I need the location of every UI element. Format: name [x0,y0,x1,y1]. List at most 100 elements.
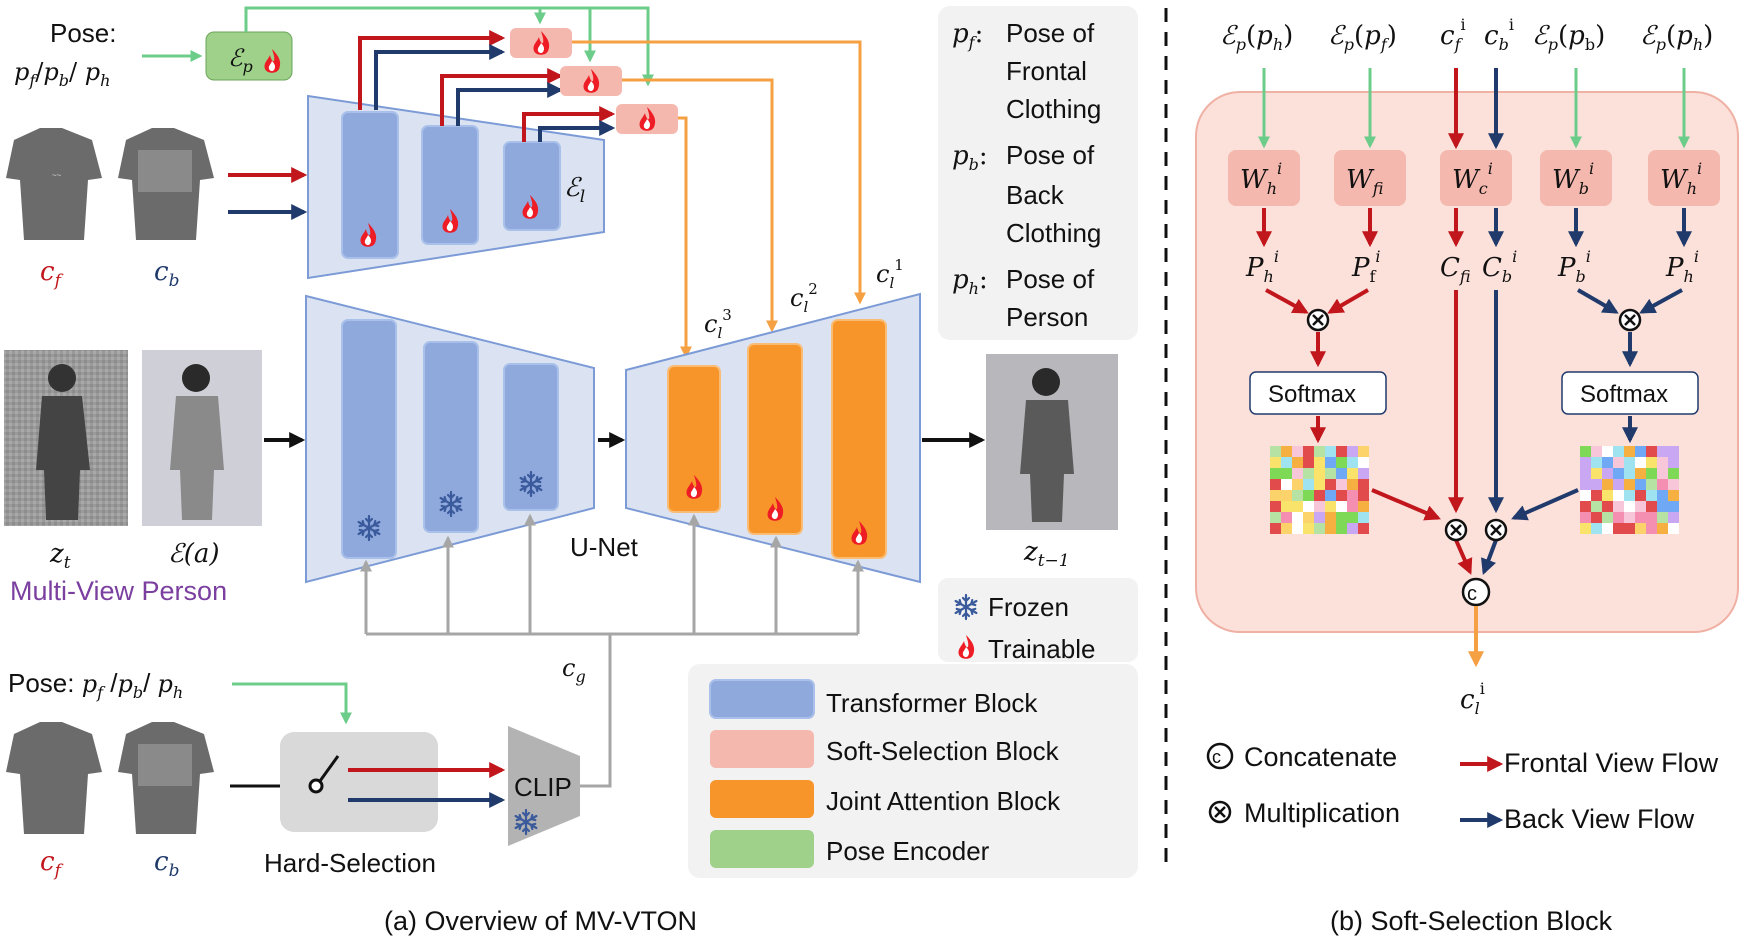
legend-label-joint-attention: Joint Attention Block [826,786,1061,816]
frozen-trainable-legend-box [938,578,1138,662]
legend-swatch-transformer [709,679,815,719]
attention-cell [1314,523,1325,534]
softmax-label-back: Softmax [1580,381,1668,408]
pose-legend-b-2: Back [1006,180,1065,210]
pose-legend-h-2: Person [1006,302,1088,332]
attention-cell [1270,468,1281,479]
attention-cell [1602,468,1613,479]
attention-cell [1580,468,1591,479]
attention-cell [1281,468,1292,479]
pose-encoder-flow [244,6,654,87]
c-b-label-bottom: cb [154,847,179,881]
pose-legend-b-1: Pose of [1006,140,1095,170]
attention-cell [1668,523,1679,534]
attention-cell [1325,468,1336,479]
attention-cell [1591,523,1602,534]
softmax-box-back [1561,371,1699,415]
legend-swatch-joint-attention [710,780,814,818]
attention-cell [1303,457,1314,468]
attention-cell [1646,501,1657,512]
attention-cell [1624,501,1635,512]
attention-cell [1580,479,1591,490]
z-t1-label: zt−1 [1023,537,1070,571]
attention-cell [1635,468,1646,479]
attention-cell [1591,457,1602,468]
pose-legend: pf: Pose of Frontal Clothing pb: Pose of… [952,18,1101,332]
attention-cell [1668,457,1679,468]
attention-cell [1281,501,1292,512]
attention-cell [1668,479,1679,490]
attention-cell [1325,501,1336,512]
attention-cell [1668,501,1679,512]
unet-label: U-Net [570,532,639,562]
attention-cell [1580,523,1591,534]
attention-cell [1580,446,1591,457]
soft-selection-inputs: ℰp(ph) ℰp(pf) cfi cbi ℰp(pb) ℰp(ph) [1220,15,1713,54]
attention-cell [1270,523,1281,534]
encoder-block-2 [421,125,479,245]
c-f-label-top: cf [40,257,64,291]
attention-cell [1624,468,1635,479]
attention-cell [1602,446,1613,457]
svg-text:pf:: pf: [952,19,983,52]
attention-cell [1635,446,1646,457]
pose-top-vars: pf/pb/ ph [14,58,110,90]
svg-text:cfi: cfi [1440,15,1466,54]
attention-cell [1668,490,1679,501]
attention-cell [1292,512,1303,523]
back-flow-legend-label: Back View Flow [1504,804,1695,834]
clothing-front-image-top: ~~ [6,128,102,240]
attention-cell [1292,479,1303,490]
attention-cell [1668,512,1679,523]
attention-cell [1347,501,1358,512]
attention-cell [1613,501,1624,512]
svg-text:~~: ~~ [52,171,62,180]
pose-legend-f-3: Clothing [1006,94,1101,124]
unet-enc-block-1 [341,319,397,559]
attention-cell [1347,512,1358,523]
attention-cell [1325,457,1336,468]
attention-cell [1591,446,1602,457]
c-g-label: cg [562,654,586,686]
attention-cell [1314,479,1325,490]
attention-cell [1347,468,1358,479]
attention-cell [1347,446,1358,457]
attention-cell [1657,501,1668,512]
attention-cell [1347,479,1358,490]
attention-cell [1270,512,1281,523]
attention-cell [1325,523,1336,534]
clothing-front-image-bottom [6,722,102,834]
attention-cell [1281,512,1292,523]
attention-cell [1281,490,1292,501]
svg-text:c: c [1467,583,1477,605]
attention-cell [1635,457,1646,468]
attention-cell [1613,457,1624,468]
attention-cell [1281,457,1292,468]
attention-cell [1646,512,1657,523]
attention-cell [1646,523,1657,534]
pose-top-label: Pose: [50,18,117,48]
legend-swatch-pose-encoder [710,830,814,868]
attention-cell [1624,446,1635,457]
attention-cell [1358,490,1369,501]
attention-cell [1657,446,1668,457]
svg-text:ℰp(pb): ℰp(pb) [1532,21,1605,54]
attention-cell [1358,446,1369,457]
attention-cell [1358,523,1369,534]
attention-cell [1624,457,1635,468]
encoder-block-3 [503,141,561,231]
attention-cell [1635,501,1646,512]
attention-cell [1292,490,1303,501]
attention-cell [1358,468,1369,479]
attention-cell [1358,479,1369,490]
attention-cell [1347,523,1358,534]
attention-cell [1657,457,1668,468]
svg-text:cbi: cbi [1484,15,1514,54]
attention-cell [1602,523,1613,534]
attention-cell [1613,523,1624,534]
svg-text:ph:: ph: [952,265,988,298]
input-flows [1258,68,1690,150]
attention-cell [1613,446,1624,457]
attention-cell [1336,512,1347,523]
attention-cell [1580,457,1591,468]
